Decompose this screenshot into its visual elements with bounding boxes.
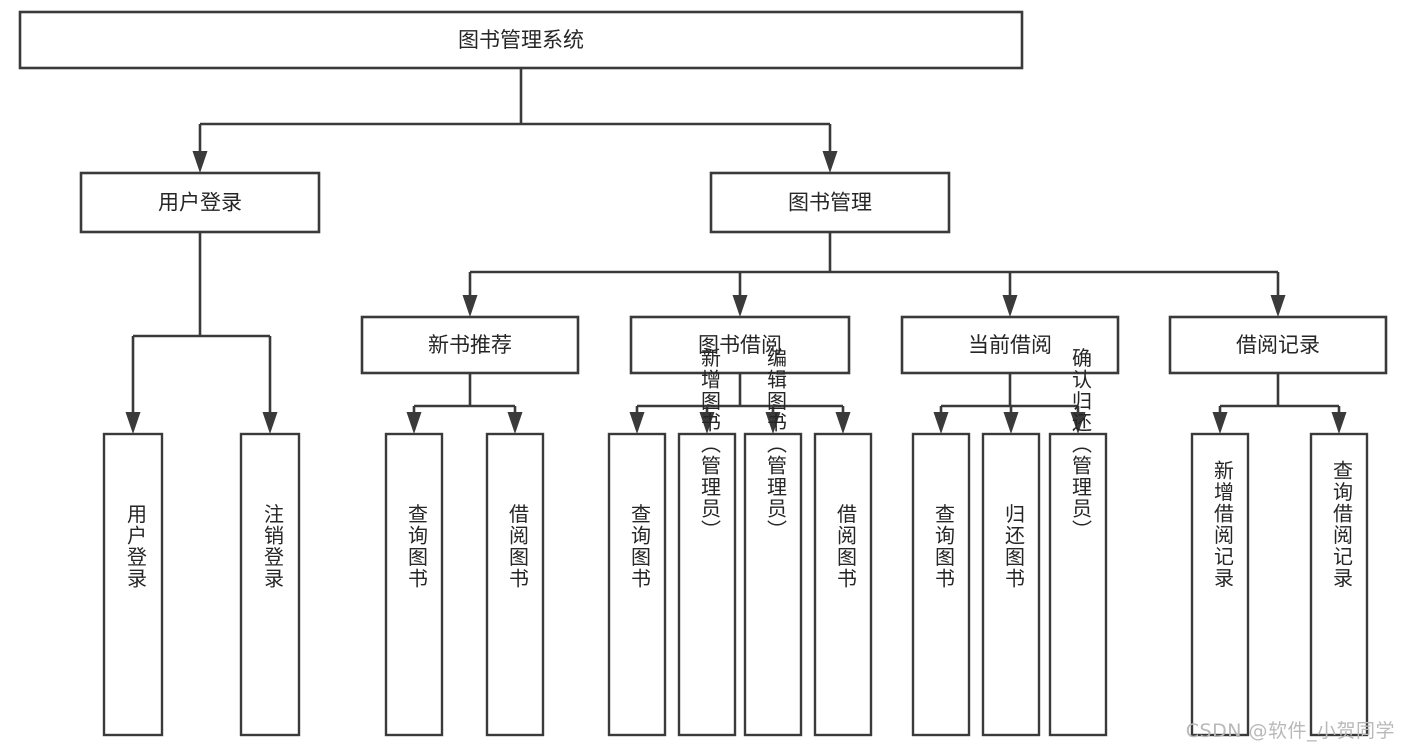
node-box[interactable]: [709, 171, 951, 234]
connector-group: [406, 373, 523, 434]
node-box[interactable]: [18, 10, 1024, 70]
node-box[interactable]: [1190, 432, 1250, 737]
node-label: 当前借阅: [968, 333, 1052, 357]
connector-group: [125, 232, 278, 434]
node-leaf-edit-book-admin[interactable]: 编辑图书（管理员）: [743, 347, 803, 737]
connector-group: [192, 68, 838, 173]
watermark: CSDN @软件_小贺同学: [1185, 720, 1395, 742]
arrow-head-icon: [732, 295, 748, 317]
node-label: 用户登录: [124, 504, 148, 590]
node-leaf-borrow-books-rec[interactable]: 借阅图书: [485, 432, 545, 737]
node-leaf-query-borrow-record[interactable]: 查询借阅记录: [1309, 432, 1369, 737]
node-box[interactable]: [981, 432, 1041, 737]
arrow-head-icon: [1070, 412, 1086, 434]
node-label: 新增图书（管理员）: [698, 347, 722, 541]
node-box[interactable]: [900, 315, 1120, 375]
node-box[interactable]: [239, 432, 301, 737]
node-label: 编辑图书（管理员）: [764, 347, 788, 541]
node-leaf-user-login[interactable]: 用户登录: [102, 432, 164, 737]
node-box[interactable]: [607, 432, 667, 737]
node-label: 新增借阅记录: [1211, 460, 1235, 589]
arrow-head-icon: [629, 412, 645, 434]
node-label: 查询图书: [932, 503, 956, 589]
node-label: 查询借阅记录: [1330, 460, 1354, 589]
arrow-head-icon: [699, 412, 715, 434]
arrow-head-icon: [125, 412, 141, 434]
arrow-head-icon: [933, 412, 949, 434]
connector-group: [933, 373, 1086, 434]
node-label: 借阅记录: [1236, 333, 1320, 357]
node-root[interactable]: 图书管理系统: [18, 10, 1024, 70]
arrow-head-icon: [1003, 412, 1019, 434]
node-box[interactable]: [485, 432, 545, 737]
node-box[interactable]: [743, 432, 803, 737]
node-layer: 图书管理系统用户登录图书管理新书推荐图书借阅当前借阅借阅记录用户登录注销登录查询…: [18, 10, 1388, 737]
node-box[interactable]: [911, 432, 971, 737]
node-box[interactable]: [1309, 432, 1369, 737]
connector-group: [629, 373, 851, 434]
node-borrow-record[interactable]: 借阅记录: [1168, 315, 1388, 375]
node-leaf-add-borrow-record[interactable]: 新增借阅记录: [1190, 432, 1250, 737]
arrow-head-icon: [1270, 295, 1286, 317]
arrow-head-icon: [1331, 412, 1347, 434]
node-box[interactable]: [360, 315, 580, 375]
node-leaf-query-books-current[interactable]: 查询图书: [911, 432, 971, 737]
node-label: 图书管理系统: [458, 28, 584, 52]
arrow-head-icon: [462, 295, 478, 317]
node-label: 借阅图书: [506, 503, 530, 589]
node-label: 用户登录: [158, 191, 242, 215]
node-box[interactable]: [384, 432, 444, 737]
node-label: 查询图书: [405, 503, 429, 589]
node-label: 确认归还（管理员）: [1069, 347, 1093, 541]
node-current-borrow[interactable]: 当前借阅: [900, 315, 1120, 375]
node-box[interactable]: [79, 171, 321, 234]
node-label: 借阅图书: [834, 503, 858, 589]
node-label: 图书借阅: [698, 333, 782, 357]
node-label: 查询图书: [628, 503, 652, 589]
arrow-head-icon: [1002, 295, 1018, 317]
node-box[interactable]: [102, 432, 164, 737]
arrow-head-icon: [406, 412, 422, 434]
node-label: 归还图书: [1002, 503, 1026, 589]
node-label: 注销登录: [261, 503, 285, 589]
node-box[interactable]: [629, 315, 851, 375]
arrow-head-icon: [822, 151, 838, 173]
node-box[interactable]: [1048, 432, 1108, 737]
connector-group: [1212, 373, 1347, 434]
node-box[interactable]: [677, 432, 737, 737]
connector-layer: [125, 68, 1347, 434]
node-box[interactable]: [813, 432, 873, 737]
node-leaf-return-books[interactable]: 归还图书: [981, 432, 1041, 737]
node-new-book-recommend[interactable]: 新书推荐: [360, 315, 580, 375]
node-leaf-query-books-borrow[interactable]: 查询图书: [607, 432, 667, 737]
node-leaf-add-book-admin[interactable]: 新增图书（管理员）: [677, 347, 737, 737]
node-label: 图书管理: [788, 191, 872, 215]
arrow-head-icon: [835, 412, 851, 434]
arrow-head-icon: [192, 151, 208, 173]
node-label: 新书推荐: [428, 333, 512, 357]
node-leaf-confirm-return-admin[interactable]: 确认归还（管理员）: [1048, 347, 1108, 737]
node-user-login[interactable]: 用户登录: [79, 171, 321, 234]
arrow-head-icon: [262, 412, 278, 434]
node-book-borrow[interactable]: 图书借阅: [629, 315, 851, 375]
node-book-management[interactable]: 图书管理: [709, 171, 951, 234]
arrow-head-icon: [765, 412, 781, 434]
arrow-head-icon: [507, 412, 523, 434]
node-leaf-logout[interactable]: 注销登录: [239, 432, 301, 737]
node-leaf-borrow-books[interactable]: 借阅图书: [813, 432, 873, 737]
arrow-head-icon: [1212, 412, 1228, 434]
node-leaf-query-books-rec[interactable]: 查询图书: [384, 432, 444, 737]
node-box[interactable]: [1168, 315, 1388, 375]
connector-group: [462, 232, 1286, 317]
